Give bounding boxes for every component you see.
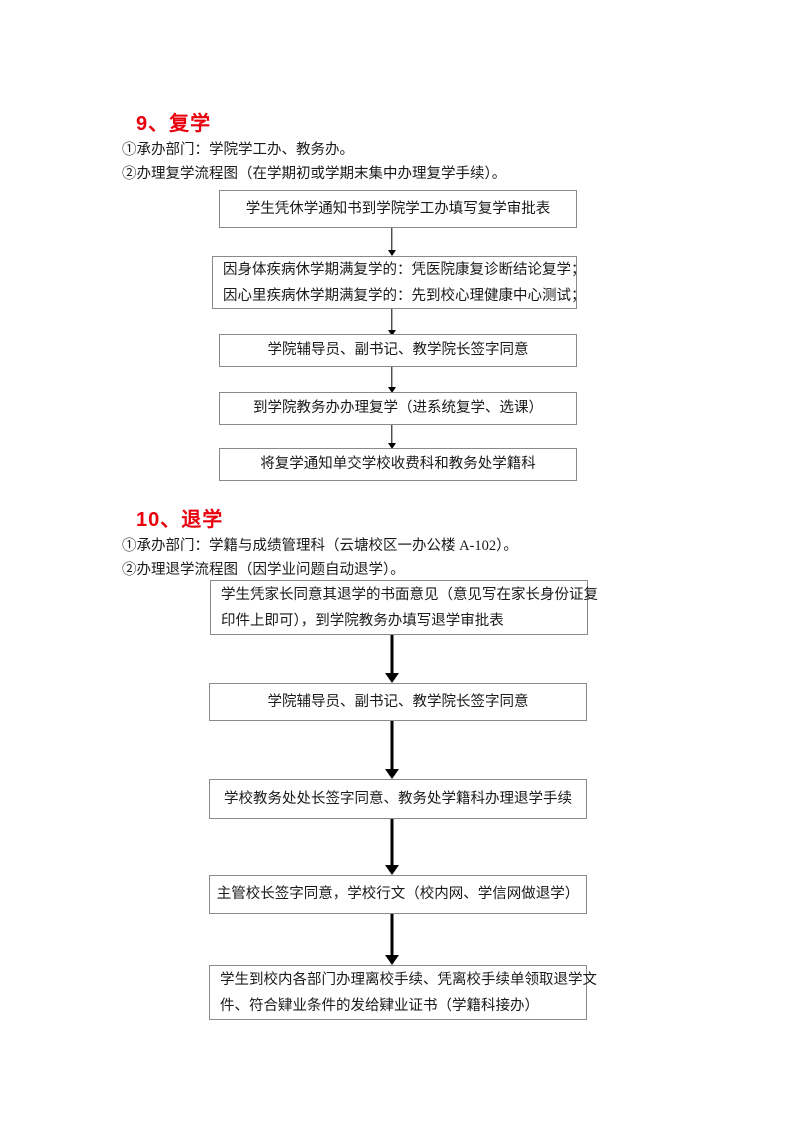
flow-step-text: 印件上即可），到学院教务办填写退学审批表 [221,612,504,629]
flow-step-box: 学校教务处处长签字同意、教务处学籍科办理退学手续 [209,779,587,819]
flow-arrow-down [383,819,401,875]
flow-step-box: 学院辅导员、副书记、教学院长签字同意 [209,683,587,721]
section-heading-9: 9、复学 [136,113,212,135]
flow-step-text: 学生到校内各部门办理离校手续、凭离校手续单领取退学文 [220,971,597,988]
flow-arrow-down [385,228,399,256]
flow-step-text: 学校教务处处长签字同意、教务处学籍科办理退学手续 [224,790,572,807]
section-10-line-2: ②办理退学流程图（因学业问题自动退学）。 [122,562,405,578]
flow-step-text: 件、符合肄业条件的发给肄业证书（学籍科接办） [220,997,539,1014]
flow-step-box: 将复学通知单交学校收费科和教务处学籍科 [219,448,577,481]
flow-step-box: 学生凭休学通知书到学院学工办填写复学审批表 [219,190,577,228]
section-10-line-1: ①承办部门：学籍与成绩管理科（云塘校区一办公楼 A-102）。 [122,538,518,554]
flow-step-text: 因心里疾病休学期满复学的：先到校心理健康中心测试； [223,287,586,304]
flow-step-text: 将复学通知单交学校收费科和教务处学籍科 [260,456,536,472]
flow-step-text: 学院辅导员、副书记、教学院长签字同意 [267,693,529,710]
flow-step-text: 学院辅导员、副书记、教学院长签字同意 [267,342,529,358]
flow-arrow-down [385,309,399,336]
flow-step-box: 学生到校内各部门办理离校手续、凭离校手续单领取退学文 件、符合肄业条件的发给肄业… [209,965,597,1020]
flow-arrow-down [383,914,401,965]
section-9-line-1: ①承办部门：学院学工办、教务办。 [122,142,354,158]
flow-step-text: 学生凭家长同意其退学的书面意见（意见写在家长身份证复 [221,586,598,603]
flow-arrow-down [383,635,401,683]
flow-arrow-down [385,367,399,393]
section-9-line-2: ②办理复学流程图（在学期初或学期末集中办理复学手续）。 [122,166,507,182]
flow-step-box: 学院辅导员、副书记、教学院长签字同意 [219,334,577,367]
flow-arrow-down [383,721,401,779]
flow-step-text: 因身体疾病休学期满复学的：凭医院康复诊断结论复学； [223,261,586,278]
flow-step-text: 主管校长签字同意，学校行文（校内网、学信网做退学） [216,886,580,902]
flow-step-box: 主管校长签字同意，学校行文（校内网、学信网做退学） [209,875,587,914]
flow-step-box: 学生凭家长同意其退学的书面意见（意见写在家长身份证复 印件上即可），到学院教务办… [210,580,598,635]
flow-step-box: 因身体疾病休学期满复学的：凭医院康复诊断结论复学； 因心里疾病休学期满复学的：先… [212,256,586,309]
flow-step-box: 到学院教务办办理复学（进系统复学、选课） [219,392,577,425]
section-heading-10: 10、退学 [136,509,224,531]
flow-step-text: 到学院教务办办理复学（进系统复学、选课） [253,400,543,416]
flow-step-text: 学生凭休学通知书到学院学工办填写复学审批表 [245,200,551,217]
flow-arrow-down [385,425,399,449]
